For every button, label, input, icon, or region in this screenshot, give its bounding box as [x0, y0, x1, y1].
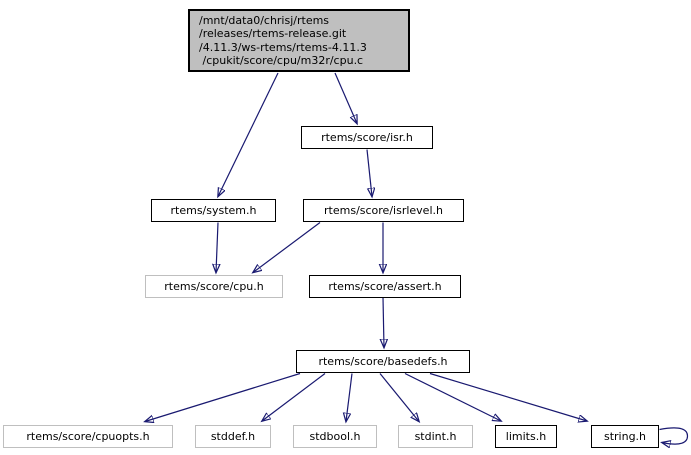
node-rtems-system-h[interactable]: rtems/system.h	[151, 199, 276, 222]
node-stddef-h: stddef.h	[195, 425, 271, 448]
node-rtems-score-isrlevel-h[interactable]: rtems/score/isrlevel.h	[303, 199, 464, 222]
edge-basedefs-h-to-stdint-h	[379, 373, 419, 422]
edge-basedefs-h-to-stdbool-h	[346, 373, 353, 422]
edge-basedefs-h-to-cpuopts-h	[145, 372, 301, 422]
node-rtems-score-cpu-h: rtems/score/cpu.h	[145, 275, 283, 298]
edge-cpu-c-to-isr-h	[334, 72, 357, 124]
node-stdbool-h: stdbool.h	[293, 425, 377, 448]
edge-isr-h-to-isrlevel-h	[366, 149, 372, 197]
node-stdint-h: stdint.h	[398, 425, 473, 448]
node-limits-h[interactable]: limits.h	[495, 425, 557, 448]
root-path-line: /4.11.3/ws-rtems/rtems-4.11.3	[199, 40, 367, 54]
edge-isrlevel-h-to-cpu-h	[253, 222, 321, 273]
node-rtems-score-isr-h[interactable]: rtems/score/isr.h	[301, 126, 433, 149]
edge-basedefs-h-to-string-h	[429, 372, 587, 422]
edge-basedefs-h-to-limits-h	[404, 372, 501, 422]
edge-system-h-to-cpu-h	[216, 222, 218, 273]
node-rtems-score-cpuopts-h: rtems/score/cpuopts.h	[3, 425, 173, 448]
edge-string-h-self-loop	[659, 427, 689, 444]
root-path-line: /cpukit/score/cpu/m32r/cpu.c	[199, 54, 364, 67]
node-rtems-score-assert-h[interactable]: rtems/score/assert.h	[309, 275, 461, 298]
node-cpu-c-root: /mnt/data0/chrisj/rtems /releases/rtems-…	[188, 9, 410, 72]
edge-cpu-c-to-system-h	[218, 72, 279, 197]
root-path-line: /releases/rtems-release.git	[199, 27, 347, 40]
edge-basedefs-h-to-stddef-h	[262, 373, 326, 422]
node-string-h[interactable]: string.h	[591, 425, 659, 448]
root-path-line: /mnt/data0/chrisj/rtems	[199, 13, 330, 27]
edge-assert-h-to-basedefs-h	[383, 297, 384, 348]
node-rtems-score-basedefs-h[interactable]: rtems/score/basedefs.h	[296, 350, 470, 373]
